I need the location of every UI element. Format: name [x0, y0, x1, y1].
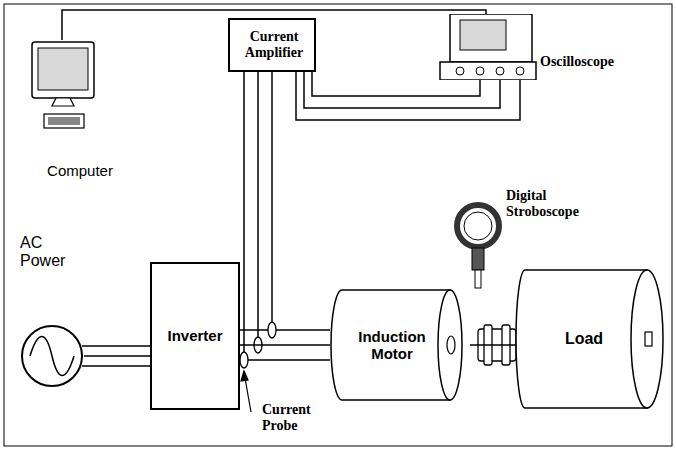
leader-line [245, 378, 251, 412]
power-wire [82, 365, 150, 367]
computer-node: Computer [28, 40, 132, 190]
drawing-rect [48, 117, 80, 125]
wire-line [240, 344, 330, 346]
power-wire [82, 345, 150, 347]
drawing-circle [516, 67, 524, 75]
current-probe [240, 352, 248, 368]
motor-cylinder: Induction Motor [330, 288, 470, 402]
wire-line [470, 344, 515, 346]
coupling-line [478, 344, 516, 345]
drawing-rect [32, 42, 94, 98]
drawing-rect [645, 332, 652, 346]
node-label: Digital Stroboscope [506, 188, 592, 220]
drawing-path [331, 290, 450, 400]
node-label: Inverter [154, 327, 236, 344]
inverter-box: Inverter [150, 262, 240, 410]
node-outline [438, 14, 638, 80]
wire-connector [470, 345, 515, 346]
frame-border [4, 4, 672, 446]
drawing-rect [450, 14, 532, 62]
drawing-rect [460, 20, 506, 50]
node-label: Load [529, 330, 639, 348]
probe-wire [257, 72, 259, 337]
drawing-circle [22, 326, 82, 386]
drawing-circle [464, 212, 492, 240]
ac-source: AC Power [20, 234, 84, 390]
drawing-rect [472, 248, 484, 270]
drawing-circle [457, 205, 499, 247]
drawing-circle [456, 67, 464, 75]
shaft-coupling [478, 325, 516, 365]
drawing-circle [476, 67, 484, 75]
probe-label: Current Probe [262, 402, 348, 434]
drawing-ellipse [631, 270, 663, 408]
amplifier-box: Current Amplifier [228, 18, 316, 72]
drawing-rect [44, 114, 84, 128]
wire-line [84, 355, 150, 357]
motor-wire [240, 329, 330, 331]
stroboscope-node: Digital Stroboscope [452, 186, 592, 292]
oscilloscope-node: Oscilloscope [438, 14, 638, 80]
drawing-rect [475, 270, 481, 288]
drawing-rect [38, 48, 88, 90]
drawing-path [516, 270, 647, 408]
drawing-path [30, 337, 74, 376]
node-label: Current Amplifier [232, 29, 316, 61]
load-cylinder: Load [515, 268, 667, 410]
node-label: Induction Motor [342, 328, 442, 363]
probe-wire [271, 72, 273, 322]
arrow-head [241, 371, 248, 381]
wire-connector [84, 356, 150, 357]
drawing-path [52, 98, 74, 106]
node-label: AC Power [20, 234, 84, 271]
drawing-ellipse [447, 336, 455, 354]
node-label: Oscilloscope [540, 54, 636, 70]
drawing-ellipse [438, 290, 462, 400]
wire-connector [240, 345, 330, 346]
probe-wire [243, 72, 245, 352]
motor-wire [240, 359, 330, 361]
node-label: Computer [28, 162, 132, 179]
probe-leader [241, 371, 251, 412]
drawing-rect [440, 62, 536, 80]
current-probe [268, 322, 276, 338]
drawing-circle [496, 67, 504, 75]
